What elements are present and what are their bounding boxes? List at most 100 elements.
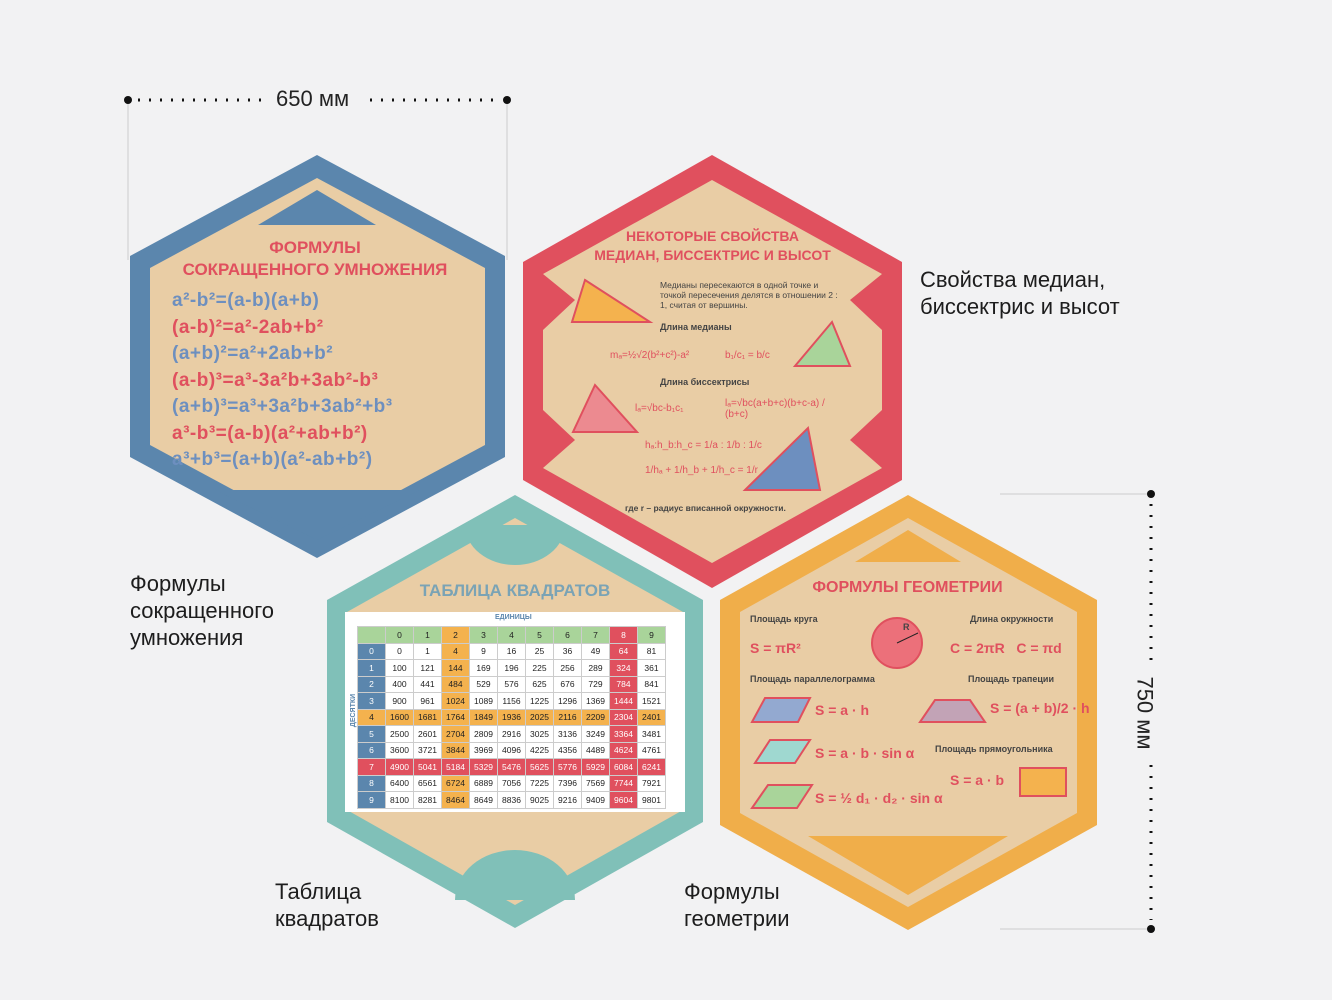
square-cell: 484: [441, 675, 470, 693]
square-cell: 4900: [385, 758, 414, 776]
square-cell: 2500: [385, 725, 414, 743]
tens-header: 0: [357, 642, 386, 660]
square-cell: 49: [581, 642, 610, 660]
square-cell: 7569: [581, 774, 610, 792]
heights-triangle: [742, 425, 822, 491]
square-cell: 961: [413, 692, 442, 710]
trapezoid-formula: S = (a + b)/2 · h: [990, 700, 1090, 716]
tens-header: 7: [357, 758, 386, 776]
radius-label: R: [903, 622, 910, 632]
bisector-formula-2: lₐ=√bc(a+b+c)(b+c-a) / (b+c): [725, 398, 825, 420]
tens-header: 4: [357, 708, 386, 726]
square-cell: 5184: [441, 758, 470, 776]
square-cell: 7056: [497, 774, 526, 792]
square-cell: 8649: [469, 791, 498, 809]
units-header: 6: [553, 626, 582, 644]
square-cell: 3025: [525, 725, 554, 743]
square-cell: 324: [609, 659, 638, 677]
square-cell: 9409: [581, 791, 610, 809]
formula: (a+b)³=a³+3a²b+3ab²+b³: [172, 396, 393, 417]
square-cell: 4: [441, 642, 470, 660]
square-cell: 1156: [497, 692, 526, 710]
square-cell: 9216: [553, 791, 582, 809]
square-cell: 196: [497, 659, 526, 677]
parallelogram-figure-2: [753, 739, 812, 764]
formula: (a-b)²=a²-2ab+b²: [172, 316, 324, 338]
square-cell: 676: [553, 675, 582, 693]
square-cell: 8281: [413, 791, 442, 809]
square-cell: 729: [581, 675, 610, 693]
parallelogram-formula-1: S = a · h: [815, 702, 870, 718]
square-cell: 6561: [413, 774, 442, 792]
square-cell: 8836: [497, 791, 526, 809]
square-cell: 2704: [441, 725, 470, 743]
square-cell: 4489: [581, 741, 610, 759]
square-cell: 1849: [469, 708, 498, 726]
bisector-formula-1: lₐ=√bc-b₁c₁: [635, 403, 684, 414]
blue-title: ФОРМУЛЫ СОКРАЩЕННОГО УМНОЖЕНИЯ: [160, 237, 470, 281]
square-cell: 2916: [497, 725, 526, 743]
units-label: ЕДИНИЦЫ: [495, 614, 532, 621]
square-cell: 361: [637, 659, 666, 677]
formula: a³-b³=(a-b)(a²+ab+b²): [172, 422, 368, 444]
square-cell: 1444: [609, 692, 638, 710]
tens-header: 3: [357, 692, 386, 710]
median-triangle: [570, 278, 654, 323]
square-cell: 0: [385, 642, 414, 660]
median-length-triangle: [792, 320, 852, 367]
square-cell: 3969: [469, 741, 498, 759]
square-cell: 441: [413, 675, 442, 693]
square-cell: 784: [609, 675, 638, 693]
tens-header: 1: [357, 659, 386, 677]
square-cell: 3136: [553, 725, 582, 743]
square-cell: 841: [637, 675, 666, 693]
square-cell: 3844: [441, 741, 470, 759]
caption-squares: Таблица квадратов: [275, 879, 379, 931]
circumference-formula: C = 2πR C = πd: [950, 640, 1062, 656]
title-line: МЕДИАН, БИССЕКТРИС И ВЫСОТ: [594, 247, 831, 263]
square-cell: 6084: [609, 758, 638, 776]
square-cell: 3721: [413, 741, 442, 759]
tens-header: 5: [357, 725, 386, 743]
square-cell: 3364: [609, 725, 638, 743]
units-header: 0: [385, 626, 414, 644]
blue-hexagon: [130, 155, 505, 558]
square-cell: 16: [497, 642, 526, 660]
heights-formula-1: hₐ:h_b:h_c = 1/a : 1/b : 1/c: [645, 440, 762, 451]
parallelogram-label: Площадь параллелограмма: [750, 674, 875, 684]
units-header: 8: [609, 626, 638, 644]
rectangle-label: Площадь прямоугольника: [935, 744, 1053, 754]
median-label: Длина медианы: [660, 322, 732, 332]
square-cell: 576: [497, 675, 526, 693]
square-cell: 1089: [469, 692, 498, 710]
square-cell: 2401: [637, 708, 666, 726]
square-cell: 400: [385, 675, 414, 693]
bisector-label: Длина биссектрисы: [660, 377, 750, 387]
square-cell: 5329: [469, 758, 498, 776]
square-cell: 4225: [525, 741, 554, 759]
square-cell: 64: [609, 642, 638, 660]
square-cell: 7921: [637, 774, 666, 792]
red-title: НЕКОТОРЫЕ СВОЙСТВА МЕДИАН, БИССЕКТРИС И …: [570, 227, 855, 265]
formula: a³+b³=(a+b)(a²-ab+b²): [172, 449, 373, 470]
square-cell: 2809: [469, 725, 498, 743]
square-cell: 8464: [441, 791, 470, 809]
square-cell: 3481: [637, 725, 666, 743]
median-ratio: b₁/c₁ = b/c: [725, 350, 770, 361]
square-cell: 7744: [609, 774, 638, 792]
square-cell: 3249: [581, 725, 610, 743]
formula-list: a²-b²=(a-b)(a+b) (a-b)²=a²-2ab+b² (a+b)²…: [172, 288, 393, 474]
units-header: 2: [441, 626, 470, 644]
units-header: 4: [497, 626, 526, 644]
square-cell: 2304: [609, 708, 638, 726]
square-cell: 529: [469, 675, 498, 693]
square-cell: 8100: [385, 791, 414, 809]
units-header: 5: [525, 626, 554, 644]
units-header: 9: [637, 626, 666, 644]
square-cell: 6241: [637, 758, 666, 776]
square-cell: 1: [413, 642, 442, 660]
